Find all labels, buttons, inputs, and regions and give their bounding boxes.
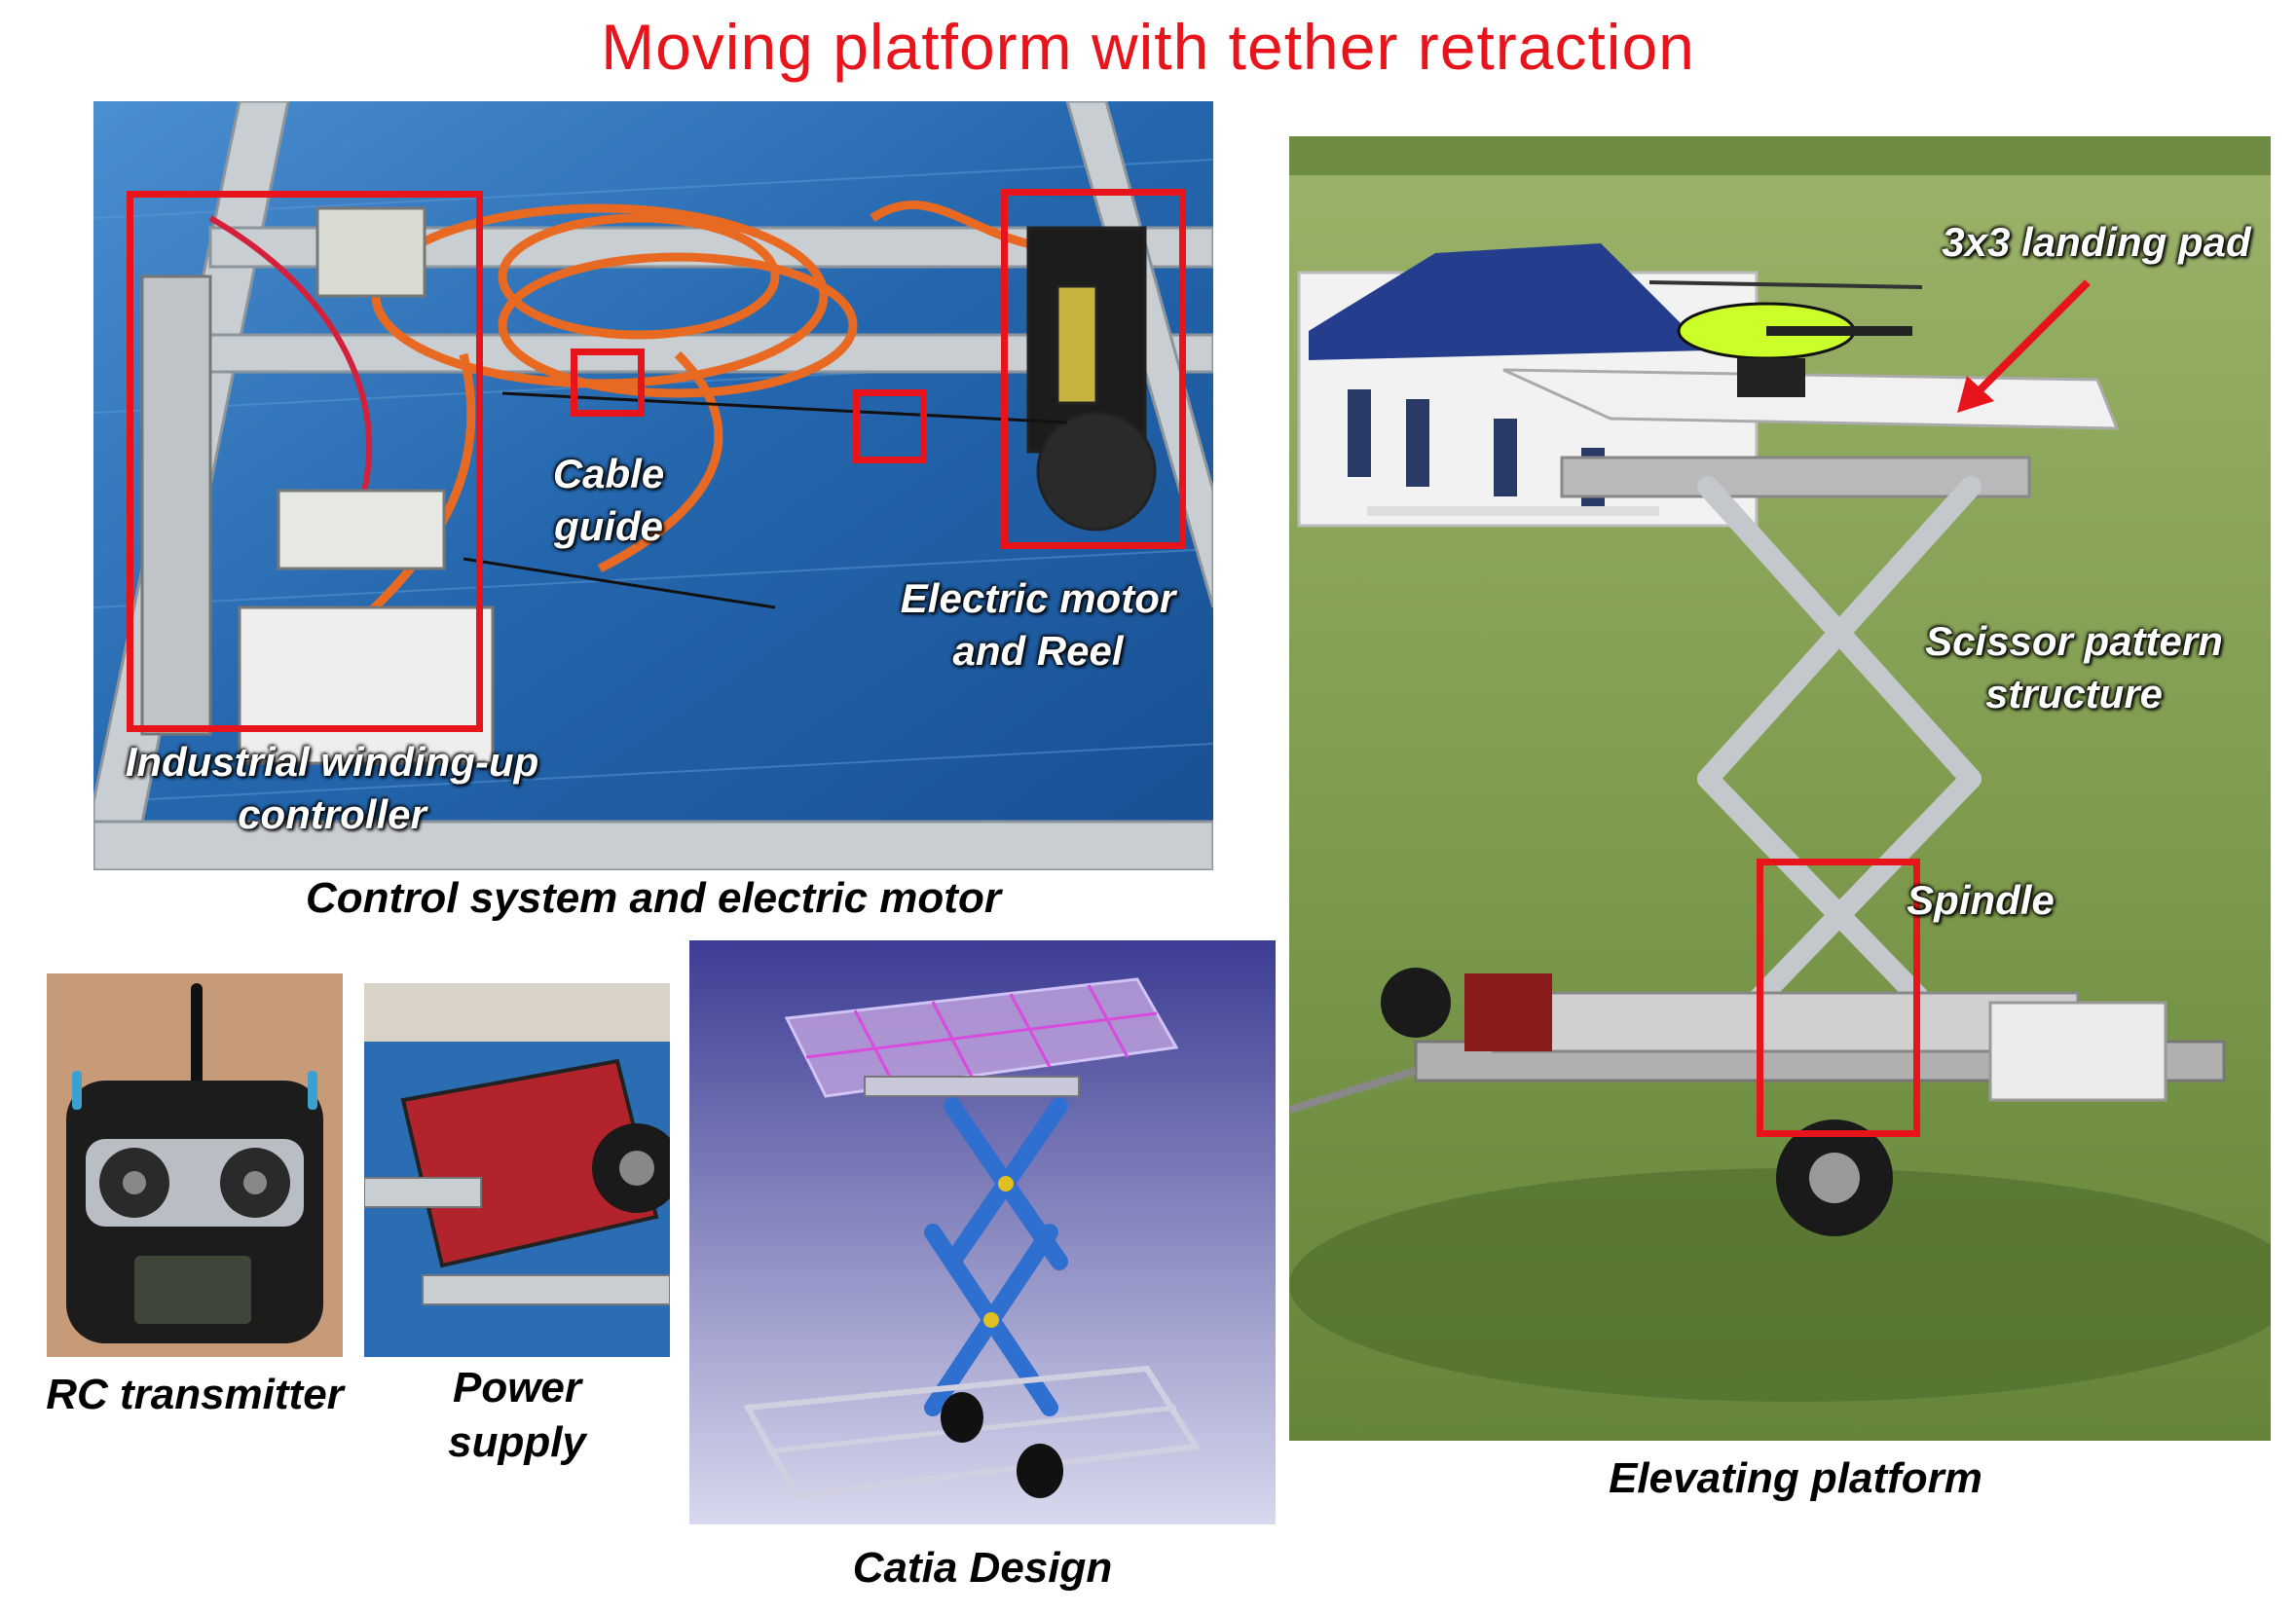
figure-title: Moving platform with tether retraction [601, 11, 1695, 83]
control-system-caption: Control system and electric motor [306, 874, 1001, 922]
scissor-structure-label-line1: Scissor pattern [1925, 618, 2223, 664]
winding-controller-label-line1: Industrial winding-up [125, 739, 539, 785]
catia-render [689, 940, 1276, 1524]
rc-transmitter-photo [47, 973, 343, 1357]
winding-controller-label-line2: controller [238, 791, 426, 837]
winding-controller-label: Industrial winding-up controller [93, 736, 571, 841]
electric-motor-label-line2: and Reel [952, 628, 1124, 674]
spindle-label: Spindle [1907, 877, 2055, 923]
cable-guide-label: Cable guide [526, 448, 691, 553]
scissor-structure-label: Scissor pattern structure [1889, 615, 2259, 720]
power-supply-caption-line2: supply [448, 1418, 586, 1466]
elevating-platform-image [1289, 136, 2271, 1441]
cable-guide-label-line1: Cable [552, 451, 665, 496]
catia-design-caption: Catia Design [852, 1544, 1113, 1592]
scissor-structure-label-line2: structure [1984, 671, 2164, 716]
landing-pad-label: 3x3 landing pad [1942, 219, 2251, 265]
winding-controller-highlight [127, 191, 483, 732]
spindle-highlight [1757, 859, 1920, 1137]
elevating-platform-photo [1289, 136, 2271, 1441]
control-system-image [93, 101, 1213, 870]
cable-guide-highlight-1 [571, 348, 645, 417]
rc-transmitter-caption: RC transmitter [46, 1371, 344, 1418]
electric-motor-label-line1: Electric motor [900, 575, 1176, 621]
rc-transmitter-image [47, 973, 343, 1357]
control-system-photo [93, 101, 1213, 870]
electric-motor-label: Electric motor and Reel [872, 572, 1204, 678]
power-supply-image [364, 983, 670, 1357]
motor-reel-highlight [1001, 189, 1186, 549]
power-supply-photo [364, 983, 670, 1357]
elevating-platform-caption: Elevating platform [1609, 1454, 1982, 1502]
cable-guide-highlight-2 [853, 389, 927, 463]
catia-design-image [689, 940, 1276, 1524]
power-supply-caption: Power supply [364, 1361, 670, 1470]
power-supply-caption-line1: Power [452, 1364, 582, 1412]
cable-guide-label-line2: guide [554, 503, 663, 549]
